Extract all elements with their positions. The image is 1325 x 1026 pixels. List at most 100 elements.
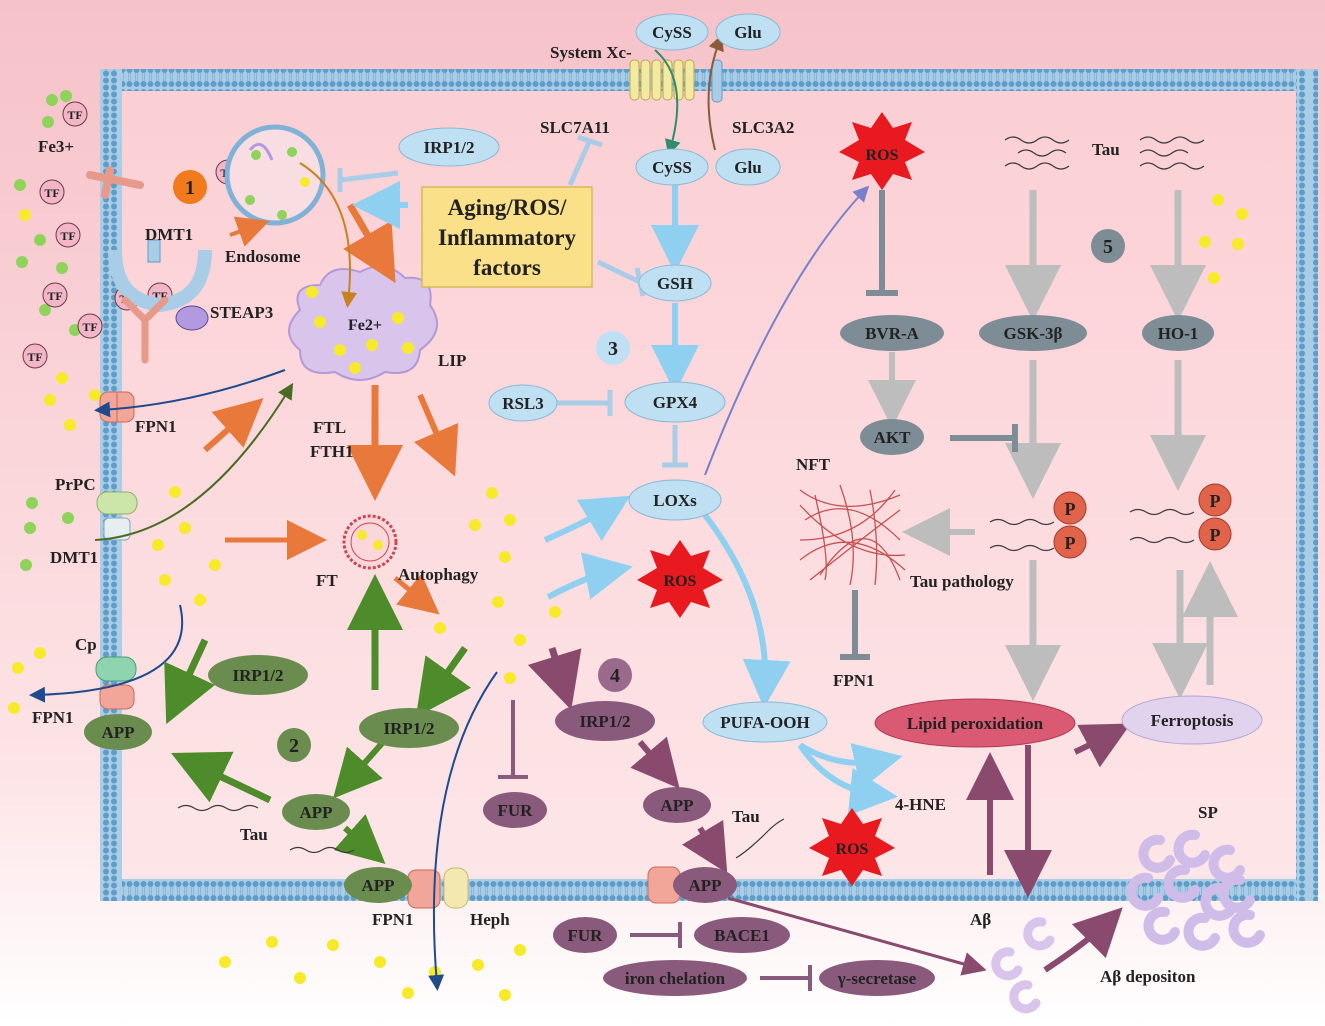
node-irp-top: IRP1/2	[398, 127, 500, 167]
ros-star-top: ROS	[839, 112, 925, 190]
svg-text:4: 4	[610, 665, 620, 687]
svg-text:P: P	[1210, 525, 1221, 545]
endosome-label: Endosome	[225, 247, 301, 266]
text-labels: Fe3+ DMT1 Endosome STEAP3 LIP FPN1 FTL F…	[32, 43, 1218, 986]
prpc-dmt1-transporter	[96, 491, 138, 541]
node-akt: AKT	[860, 419, 924, 455]
ft-label: FT	[316, 571, 338, 590]
ros-star-mid: ROS	[637, 540, 723, 618]
svg-text:TF: TF	[44, 186, 59, 200]
svg-text:IRP1/2: IRP1/2	[424, 138, 475, 157]
svg-text:APP: APP	[101, 723, 134, 742]
svg-text:AKT: AKT	[874, 428, 912, 447]
node-glu-out: Glu	[715, 13, 781, 51]
steap3-label: STEAP3	[210, 303, 273, 322]
svg-text:IRP1/2: IRP1/2	[580, 712, 631, 731]
svg-text:APP: APP	[660, 796, 693, 815]
fpn1-heph-transporter	[407, 867, 469, 909]
svg-text:3: 3	[608, 338, 618, 360]
abeta-monomers	[991, 917, 1055, 1014]
ros-star-bottom: ROS	[809, 808, 895, 886]
svg-text:PUFA-OOH: PUFA-OOH	[720, 713, 809, 732]
node-glu-in: Glu	[715, 148, 781, 186]
tf-particle: TF	[42, 282, 68, 308]
svg-text:Ferroptosis: Ferroptosis	[1151, 711, 1234, 730]
fpn1-label-lower-left: FPN1	[32, 708, 74, 727]
pathway-arrows	[29, 34, 1238, 991]
svg-text:Glu: Glu	[734, 23, 761, 42]
svg-text:Glu: Glu	[734, 158, 761, 177]
svg-text:GSK-3β: GSK-3β	[1003, 324, 1062, 343]
inhibitor-lines	[337, 134, 1018, 991]
svg-text:APP: APP	[299, 803, 332, 822]
tf-particle: TF	[77, 313, 103, 339]
4-hne-label: 4-HNE	[895, 795, 946, 814]
prpc-label: PrPC	[55, 475, 96, 494]
node-cyss-in: CySS	[635, 148, 709, 186]
svg-text:FUR: FUR	[498, 801, 534, 820]
node-gpx4: GPX4	[624, 381, 726, 423]
node-bace1: BACE1	[694, 917, 790, 953]
svg-text:iron chelation: iron chelation	[625, 969, 726, 988]
node-iron-chelation: iron chelation	[603, 960, 747, 996]
node-fur-mid: FUR	[483, 792, 547, 828]
node-lipid-peroxidation: Lipid peroxidation	[874, 698, 1076, 748]
svg-text:P: P	[1210, 491, 1221, 511]
node-cyss-out: CySS	[635, 13, 709, 51]
senile-plaque	[1126, 829, 1265, 951]
ftl-label: FTL	[313, 418, 346, 437]
svg-text:Inflammatory: Inflammatory	[438, 225, 576, 250]
abeta-deposition-label: Aβ depositon	[1100, 967, 1196, 986]
svg-text:APP: APP	[688, 876, 721, 895]
lip-label: LIP	[438, 351, 466, 370]
tf-particle: TF	[22, 343, 48, 369]
dmt1-label-top: DMT1	[145, 225, 193, 244]
tf-particle: TF	[39, 179, 65, 205]
node-irp-green-left: IRP1/2	[208, 655, 308, 695]
dmt1-label-bottom: DMT1	[50, 548, 98, 567]
endosome	[224, 124, 326, 226]
svg-text:Aging/ROS/: Aging/ROS/	[448, 195, 567, 220]
abeta-label: Aβ	[970, 910, 991, 929]
node-app-green-bottom: APP	[344, 867, 412, 903]
node-ho1: HO-1	[1142, 315, 1214, 351]
svg-text:P: P	[1065, 533, 1076, 553]
svg-text:LOXs: LOXs	[653, 491, 697, 510]
tau-label-top: Tau	[1092, 140, 1120, 159]
node-pufa-ooh: PUFA-OOH	[702, 701, 828, 743]
tau-fibrils	[177, 136, 1205, 859]
node-ferroptosis: Ferroptosis	[1121, 695, 1263, 745]
svg-text:FUR: FUR	[568, 926, 604, 945]
node-rsl3: RSL3	[488, 384, 558, 422]
svg-text:IRP1/2: IRP1/2	[384, 719, 435, 738]
tau-label-purple: Tau	[732, 807, 760, 826]
svg-text:TF: TF	[47, 289, 62, 303]
ferritin-sphere	[342, 514, 398, 570]
nft-label: NFT	[796, 455, 831, 474]
fe2-label: Fe2+	[348, 317, 382, 334]
svg-text:APP: APP	[361, 876, 394, 895]
svg-text:P: P	[1065, 499, 1076, 519]
fpn1-label-bottom: FPN1	[372, 910, 414, 929]
node-gsh: GSH	[638, 264, 712, 302]
node-loxs: LOXs	[628, 479, 722, 521]
tau-label-green: Tau	[240, 825, 268, 844]
svg-text:CySS: CySS	[652, 158, 692, 177]
autophagy-label: Autophagy	[398, 565, 479, 584]
labile-iron-pool: Fe2+	[288, 265, 439, 381]
node-app-green-left: APP	[84, 714, 152, 750]
node-gamma-secretase: γ-secretase	[819, 960, 935, 996]
slc7a11-label: SLC7A11	[540, 118, 610, 137]
svg-text:ROS: ROS	[664, 573, 697, 590]
fpn1-label-right: FPN1	[833, 671, 875, 690]
svg-text:RSL3: RSL3	[502, 394, 544, 413]
cp-label: Cp	[75, 635, 97, 654]
fth1-label: FTH1	[310, 442, 353, 461]
system-xc-label: System Xc-	[550, 43, 632, 62]
tfr-receptor-left	[86, 166, 144, 199]
node-app-purple-membrane: APP	[673, 867, 737, 903]
node-app-green-mid: APP	[282, 794, 350, 830]
aging-ros-inflammatory-box: Aging/ROS/ Inflammatory factors	[421, 186, 593, 288]
step-badge-2: 2	[277, 728, 311, 762]
